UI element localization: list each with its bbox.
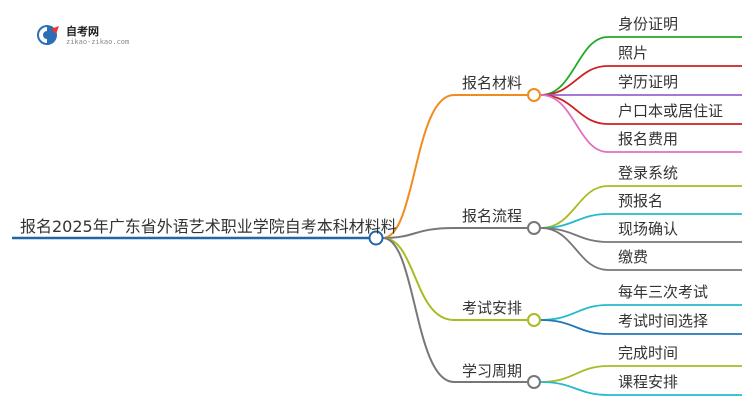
branch-label-1: 报名材料 [462,74,523,92]
branch-node-2 [527,221,541,235]
leaf-edge-2-2 [540,213,742,229]
branch-node-3 [527,313,541,327]
branch-edge-4 [382,237,527,383]
leaf-label-1-5: 报名费用 [618,130,679,148]
leaf-label-3-1: 每年三次考试 [618,283,709,301]
leaf-label-2-2: 预报名 [618,192,664,210]
leaf-edge-2-3 [540,227,742,243]
branch-edge-2 [382,227,527,239]
leaf-label-1-4: 户口本或居住证 [618,102,724,120]
leaf-edge-3-1 [540,304,742,321]
leaf-label-1-3: 学历证明 [618,73,679,91]
branch-label-3: 考试安排 [462,299,523,317]
leaf-label-1-1: 身份证明 [618,15,679,33]
logo-url: zikao-zikao.com [66,38,130,46]
leaf-edge-1-5 [540,94,742,153]
root-node [368,230,384,246]
leaf-edge-4-2 [540,381,742,396]
leaf-label-4-1: 完成时间 [618,344,679,362]
leaf-label-3-2: 考试时间选择 [618,312,709,330]
logo-icon [37,25,59,45]
branch-node-1 [527,88,541,102]
branch-label-4: 学习周期 [462,362,523,380]
leaf-edge-1-1 [540,36,742,96]
leaf-edge-1-2 [540,65,742,96]
logo-name: 自考网 [66,25,99,38]
site-logo[interactable]: 自考网 zikao-zikao.com [34,20,154,50]
leaf-label-1-2: 照片 [618,44,649,62]
leaf-label-2-1: 登录系统 [618,164,679,182]
leaf-edge-4-1 [540,365,742,383]
branch-node-4 [527,375,541,389]
branch-label-2: 报名流程 [462,207,523,225]
leaf-edge-2-1 [540,185,742,229]
leaf-edge-2-4 [540,227,742,271]
leaf-label-2-3: 现场确认 [618,220,679,238]
root-topic-label: 报名2025年广东省外语艺术职业学院自考本科材料料 [20,217,397,236]
leaf-edge-3-2 [540,319,742,335]
branch-edge-3 [382,237,527,321]
leaf-label-4-2: 课程安排 [618,373,679,391]
branch-edge-1 [382,94,527,239]
leaf-label-2-4: 缴费 [618,248,649,266]
